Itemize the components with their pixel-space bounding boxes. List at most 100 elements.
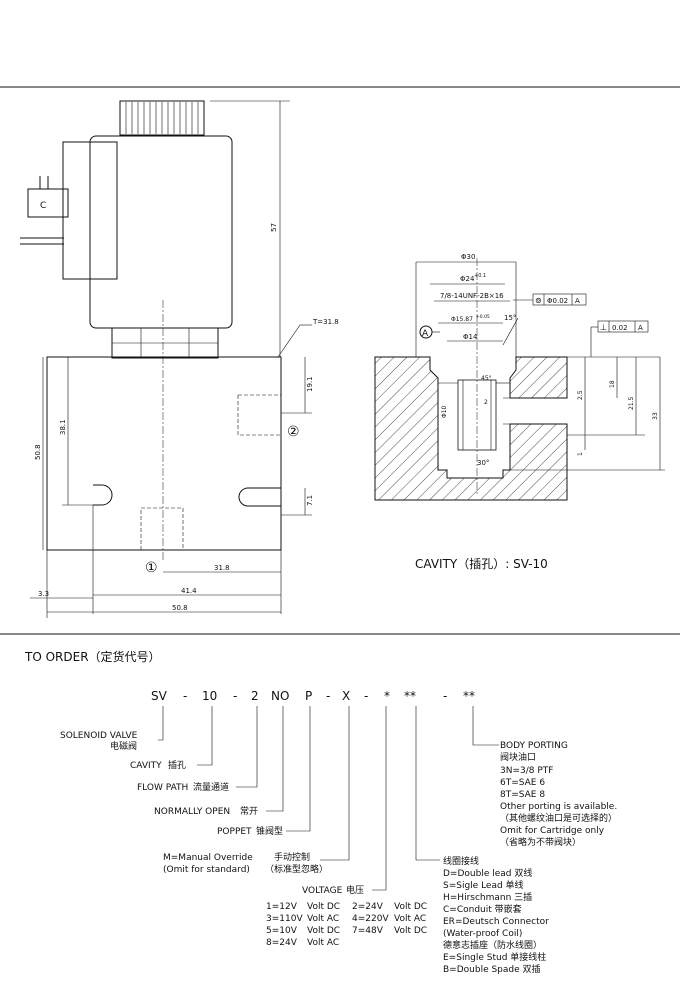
label-voltage-cn: 电压: [346, 884, 364, 896]
svg-text:7=48V: 7=48V: [352, 926, 384, 936]
svg-text:1=12V: 1=12V: [266, 902, 298, 912]
valve-block: [46, 356, 282, 551]
code-dash-2: -: [233, 689, 237, 703]
svg-text:德意志插座（防水线圈）: 德意志插座（防水线圈）: [443, 939, 542, 951]
port1-hidden: [140, 507, 184, 551]
dim-50-8-vertical: 50.8: [34, 444, 42, 460]
dim-7-1: 7.1: [306, 495, 314, 506]
label-omit-standard: (Omit for standard): [163, 865, 250, 875]
label-normally-open: NORMALLY OPEN: [154, 807, 230, 817]
voltage-table: 1=12V Volt DC 2=24V Volt DC 3=110V Volt …: [266, 902, 427, 948]
order-section: TO ORDER（定货代号） SV - 10 - 2 NO P - X - * …: [24, 649, 617, 975]
dim-angle-30: 30°: [477, 459, 489, 467]
coil-options: 线圈接线 D=Double lead 双线 S=Sigle Lead 单线 H=…: [443, 855, 549, 975]
svg-text:A: A: [575, 297, 580, 305]
dim-phi15-87: Φ15.87: [451, 316, 473, 323]
code-dash-3: -: [326, 689, 330, 703]
svg-text:8=24V: 8=24V: [266, 938, 298, 948]
port2-marker: ②: [287, 424, 300, 440]
code-dash-1: -: [183, 689, 187, 703]
gdt-frame-1: ⊚ Φ0.02 A: [513, 293, 587, 306]
svg-text:8T=SAE 8: 8T=SAE 8: [500, 790, 545, 800]
label-cavity: CAVITY: [130, 761, 162, 771]
svg-text:Volt DC: Volt DC: [307, 902, 340, 912]
svg-text:Other porting is available.: Other porting is available.: [500, 802, 617, 812]
svg-text:Volt DC: Volt DC: [307, 926, 340, 936]
dim-angle-45: 45°: [481, 375, 492, 382]
coil-label: C: [40, 201, 46, 211]
code-dash-5: -: [443, 689, 447, 703]
label-cavity-cn: 插孔: [168, 759, 186, 771]
coil-body: [89, 135, 233, 329]
dim-31-8: 31.8: [214, 564, 230, 572]
svg-text:(Water-proof Coil): (Water-proof Coil): [443, 929, 522, 939]
svg-text:0.02: 0.02: [612, 324, 628, 332]
dim-angle-15: 15°: [504, 314, 516, 322]
dim-57: 57: [270, 223, 278, 232]
cavity-drawing: Φ30 Φ24 +0.1 7/8-14UNF-2B×16 Φ15.87 +0.0…: [374, 253, 665, 501]
dim-3-3: 3.3: [38, 590, 49, 598]
connector-plug: [27, 188, 69, 218]
svg-text:Volt AC: Volt AC: [394, 914, 426, 924]
right-slot: [238, 487, 281, 507]
svg-text:（省略为不带阀块）: （省略为不带阀块）: [500, 836, 581, 848]
dim-phi15-87-tol: +0.05: [476, 314, 490, 320]
cavity-section-right: [509, 356, 568, 399]
code-x: X: [342, 689, 350, 703]
dim-thread-t: T=31.8: [312, 318, 339, 326]
label-solenoid-valve-cn: 电磁阀: [110, 740, 137, 752]
svg-text:Omit for Cartridge only: Omit for Cartridge only: [500, 826, 605, 836]
svg-text:线圈接线: 线圈接线: [443, 855, 479, 867]
svg-text:Φ0.02: Φ0.02: [547, 297, 568, 305]
dim-phi10: Φ10: [441, 405, 448, 418]
label-flow-path-cn: 流量通道: [193, 781, 229, 793]
svg-text:Volt DC: Volt DC: [394, 902, 427, 912]
dim-thread: 7/8-14UNF-2B×16: [440, 292, 504, 300]
svg-text:4=220V: 4=220V: [352, 914, 389, 924]
dim-phi24-tol: +0.1: [474, 273, 486, 279]
order-leaders: [158, 706, 499, 891]
dim-18: 18: [609, 380, 616, 388]
dim-21-5: 21.5: [628, 396, 635, 410]
dim-33: 33: [652, 412, 659, 420]
label-poppet-cn: 锥阀型: [256, 825, 283, 837]
dim-r02: 2: [484, 399, 488, 406]
gdt-frame-2: ⊥ 0.02 A: [590, 320, 649, 357]
port1-marker: ①: [145, 560, 158, 576]
code-p: P: [305, 689, 312, 703]
svg-text:2=24V: 2=24V: [352, 902, 384, 912]
svg-text:Volt AC: Volt AC: [307, 938, 339, 948]
svg-text:D=Double lead 双线: D=Double lead 双线: [443, 867, 532, 879]
dim-phi14: Φ14: [463, 333, 478, 341]
svg-text:S=Sigle Lead 单线: S=Sigle Lead 单线: [443, 879, 524, 891]
code-porting: **: [463, 689, 475, 703]
coil-connector: [62, 141, 118, 280]
svg-text:E=Single Stud 单接线柱: E=Single Stud 单接线柱: [443, 951, 546, 963]
svg-text:3=110V: 3=110V: [266, 914, 303, 924]
code-coil: *: [384, 689, 390, 703]
dim-phi24: Φ24: [460, 275, 475, 283]
svg-text:C=Conduit 带嵌套: C=Conduit 带嵌套: [443, 903, 522, 915]
svg-text:6T=SAE 6: 6T=SAE 6: [500, 778, 545, 788]
svg-text:Volt DC: Volt DC: [394, 926, 427, 936]
label-omit-standard-cn: （标准型忽略）: [265, 863, 328, 875]
label-poppet: POPPET: [217, 827, 252, 837]
code-dash-4: -: [364, 689, 368, 703]
svg-text:⊚: ⊚: [535, 296, 542, 305]
dim-50-8-horizontal: 50.8: [172, 604, 188, 612]
svg-text:A: A: [638, 324, 643, 332]
dim-41-4: 41.4: [181, 587, 197, 595]
label-normally-open-cn: 常开: [240, 805, 258, 817]
label-solenoid-valve: SOLENOID VALVE: [60, 731, 138, 741]
body-porting-options: BODY PORTING 阀块油口 3N=3/8 PTF 6T=SAE 6 8T…: [500, 741, 617, 848]
valve-drawing: C ② ① 57 T=31.8 19.1 7.1: [20, 100, 339, 618]
cavity-section: [374, 356, 568, 501]
svg-text:5=10V: 5=10V: [266, 926, 298, 936]
svg-text:3N=3/8 PTF: 3N=3/8 PTF: [500, 766, 553, 776]
datum-a: A: [422, 329, 429, 339]
svg-text:H=Hirschmann 三插: H=Hirschmann 三插: [443, 891, 532, 903]
code-voltage: **: [404, 689, 416, 703]
dim-2-5: 2.5: [577, 390, 584, 400]
cavity-caption: CAVITY（插孔）: SV-10: [415, 557, 548, 571]
